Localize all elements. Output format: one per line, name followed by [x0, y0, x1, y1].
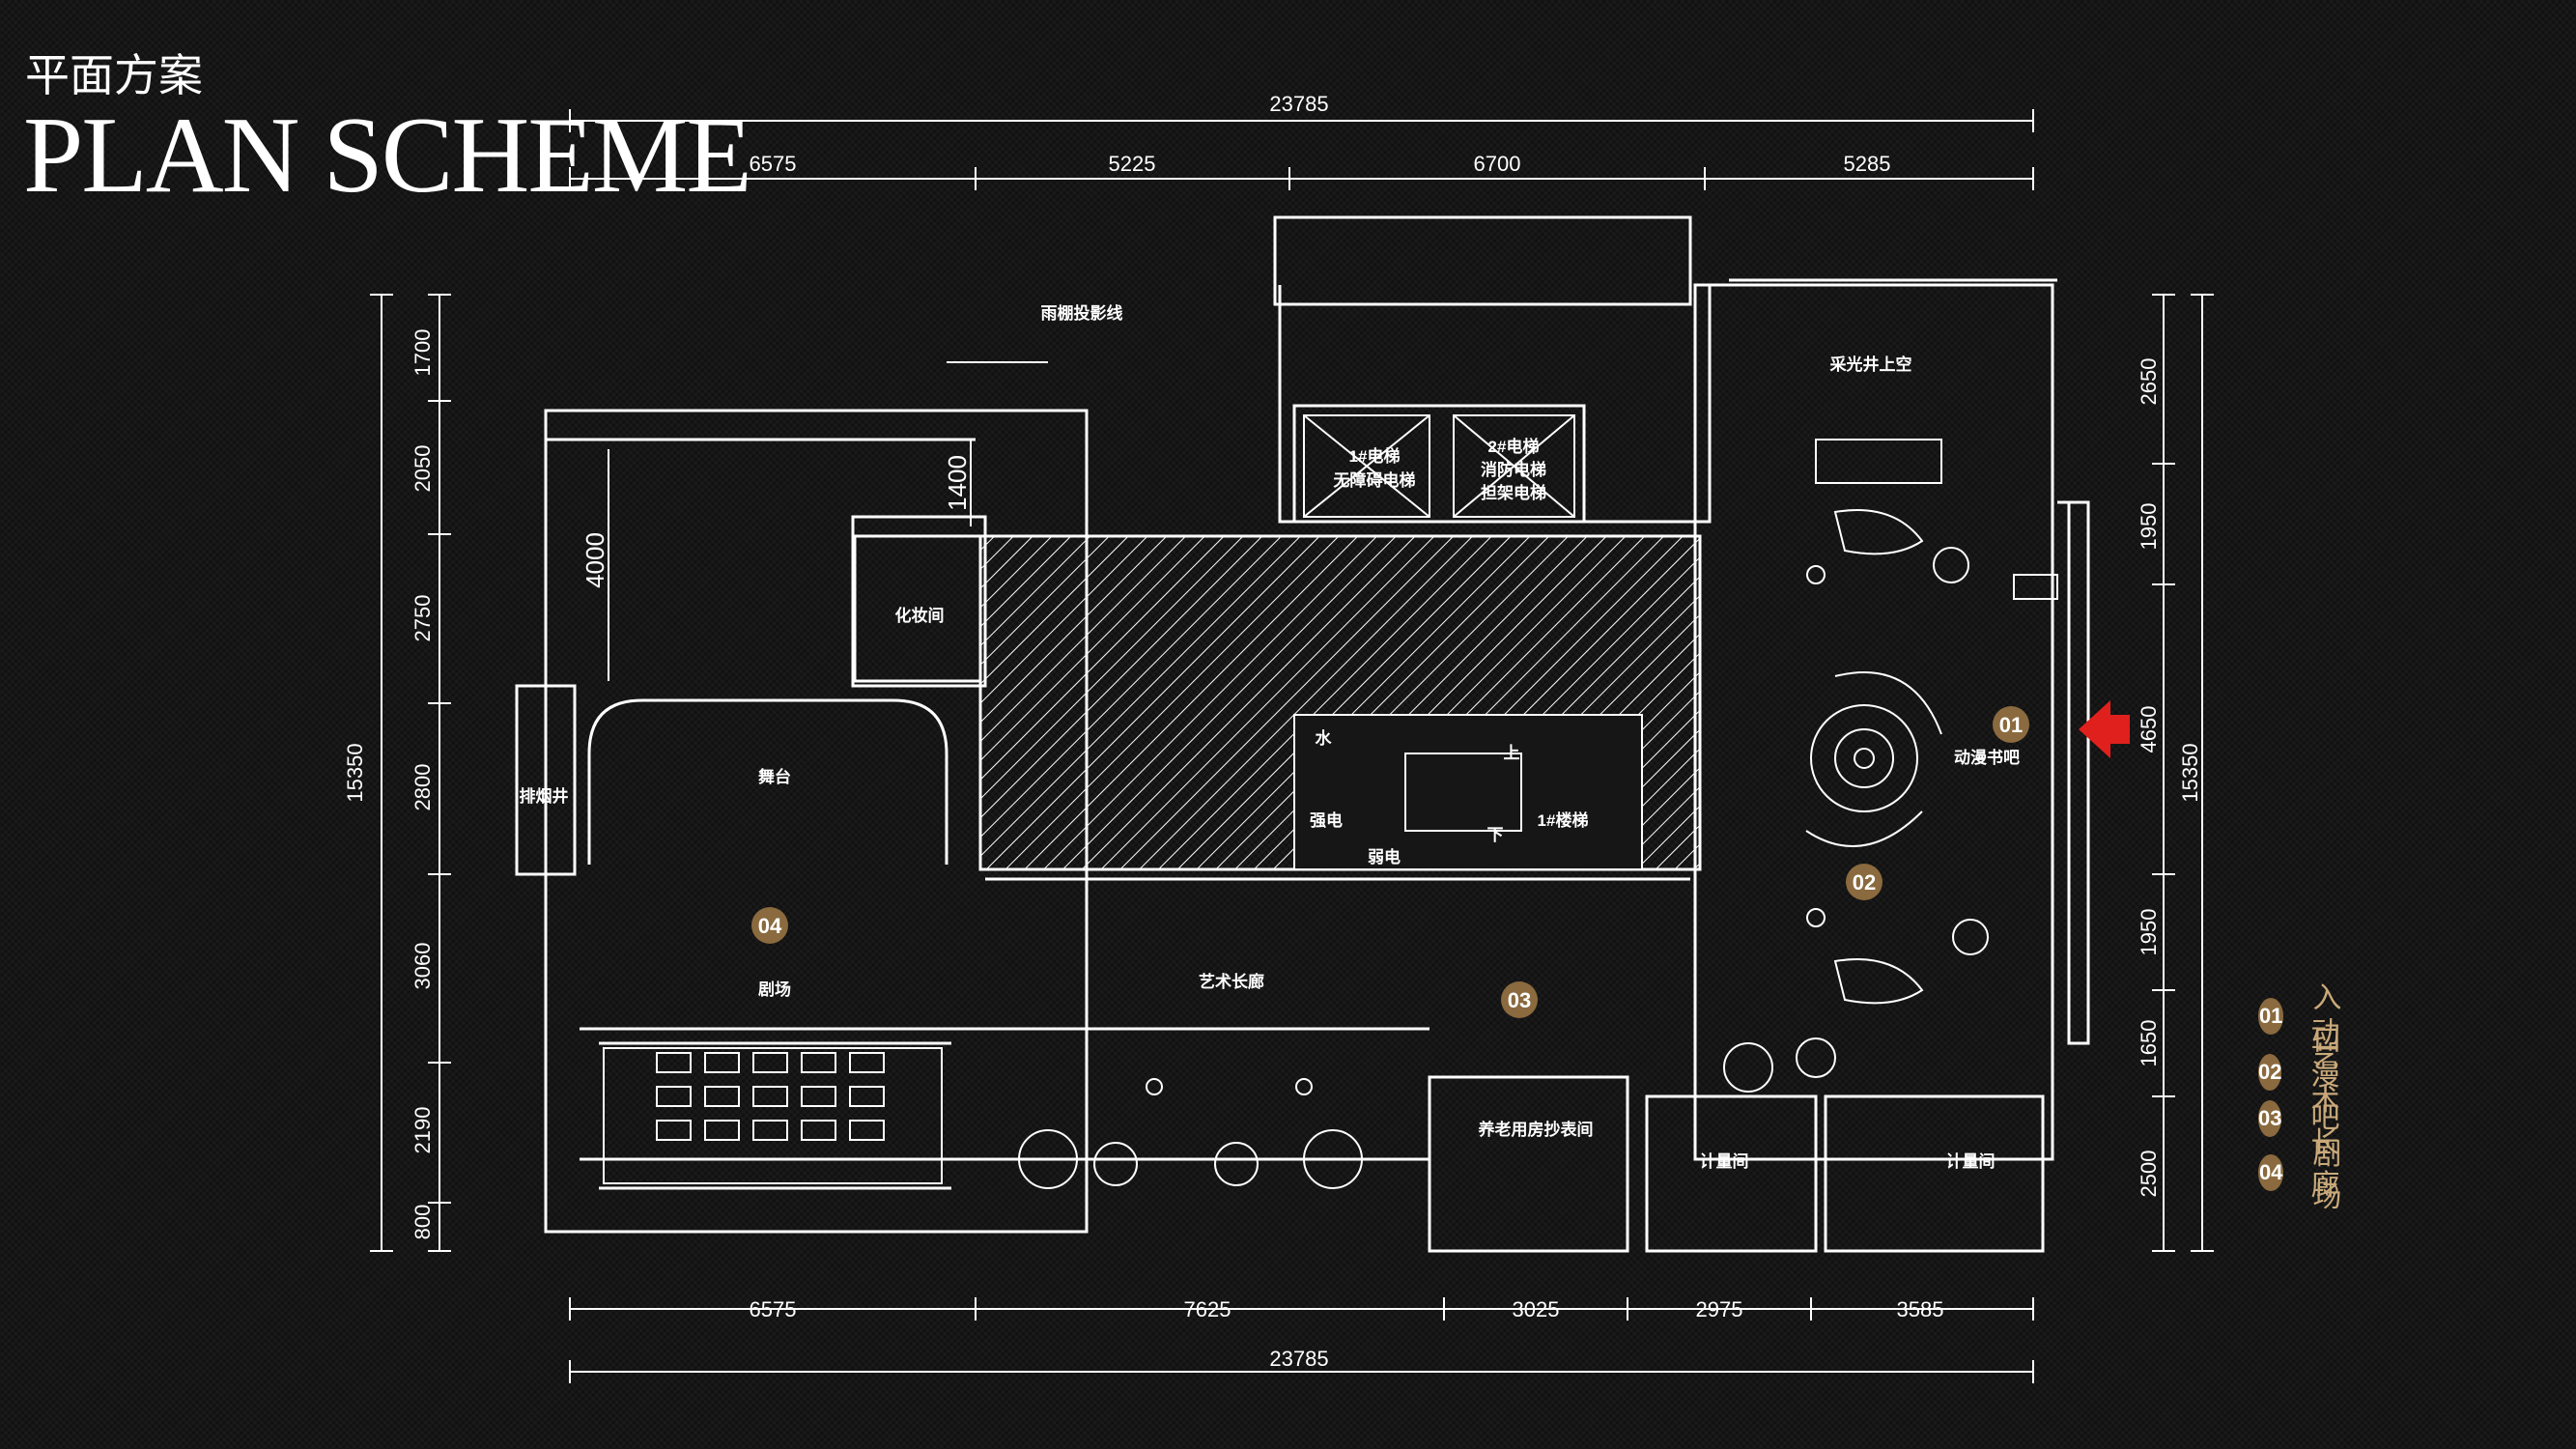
dim-bottom-seg-3: 3025: [1513, 1297, 1560, 1321]
label-gallery: 艺术长廊: [1199, 972, 1264, 991]
legend-badge-01: 01: [2258, 998, 2284, 1035]
label-meter-room-1: 计量间: [1700, 1151, 1749, 1171]
dim-left-seg-5: 3060: [410, 943, 435, 990]
gallery-trees: [1018, 1078, 1363, 1189]
label-skylight: 采光井上空: [1829, 355, 1912, 374]
dim-top-seg-3: 6700: [1474, 152, 1521, 176]
legend-label-02: 动漫吧: [2310, 1016, 2340, 1135]
elevators: [1303, 414, 1575, 518]
marker-03: 03: [1508, 988, 1531, 1012]
dim-left-seg-4: 2800: [410, 764, 435, 811]
title-chinese: 平面方案: [25, 49, 203, 101]
marker-02: 02: [1853, 870, 1876, 895]
dim-right-total: 15350: [2178, 743, 2202, 802]
dim-left-total: 15350: [343, 743, 367, 802]
label-weak-electric: 弱电: [1368, 847, 1401, 867]
title-english: PLAN SCHEME: [23, 96, 752, 215]
dim-left-seg-3: 2750: [410, 595, 435, 642]
label-up: 上: [1504, 744, 1520, 762]
legend-badge-02: 02: [2258, 1054, 2282, 1091]
dim-right-seg-1: 2650: [2137, 358, 2161, 406]
dim-left-seg-1: 1700: [410, 329, 435, 377]
legend-badge-03: 03: [2258, 1100, 2282, 1137]
label-anime-bar: 动漫书吧: [1954, 748, 2020, 767]
dim-right-seg-3: 4650: [2137, 706, 2161, 753]
label-elevator-2-sub: 消防电梯: [1481, 460, 1546, 479]
label-elderly-room: 养老用房抄表间: [1478, 1120, 1594, 1139]
dim-right-seg-6: 2500: [2137, 1151, 2161, 1198]
label-theater: 剧场: [758, 980, 791, 999]
dim-top-seg-2: 5225: [1109, 152, 1156, 176]
label-elevator-1-sub: 无障碍电梯: [1333, 470, 1416, 490]
legend-item-entrance: 01 入口: [2258, 981, 2353, 1058]
label-elevator-2: 2#电梯: [1488, 437, 1540, 456]
marker-01: 01: [1999, 713, 2023, 737]
theater-seating: [603, 1047, 943, 1184]
label-down: 下: [1487, 826, 1504, 844]
dim-right-seg-5: 1650: [2137, 1020, 2161, 1067]
label-water: 水: [1316, 728, 1333, 748]
stage-outline: [587, 698, 948, 865]
dim-bottom-seg-1: 6575: [750, 1297, 797, 1321]
plan-markers: 01 02 03 04: [751, 706, 2029, 1018]
dim-left-seg-6: 2190: [410, 1107, 435, 1154]
anime-bar-furniture: [1723, 439, 2058, 1093]
dim-bottom-seg-4: 2975: [1696, 1297, 1743, 1321]
dim-top-seg-4: 5285: [1844, 152, 1891, 176]
dim-bottom-seg-2: 7625: [1184, 1297, 1231, 1321]
legend-label-01: 入口: [2312, 981, 2342, 1058]
dimension-lines: [370, 109, 2214, 1383]
label-smoke-shaft: 排烟井: [520, 786, 569, 806]
legend-item-theater: 04 剧场: [2258, 1138, 2353, 1214]
dim-bottom-total: 23785: [1269, 1347, 1328, 1371]
label-makeup: 化妆间: [895, 606, 945, 625]
dim-top-total: 23785: [1269, 92, 1328, 116]
label-elevator-2-sub2: 担架电梯: [1481, 483, 1546, 502]
legend-item-anime-bar: 02 动漫吧: [2258, 1016, 2353, 1135]
label-canopy: 雨棚投影线: [1041, 303, 1123, 323]
label-strong-electric: 强电: [1310, 810, 1343, 830]
legend-label-04: 剧场: [2312, 1138, 2342, 1214]
dim-left-seg-2: 2050: [410, 445, 435, 493]
dim-right-seg-2: 1950: [2137, 503, 2161, 551]
dim-inner-1400: 1400: [943, 455, 972, 511]
dim-top-seg-1: 6575: [750, 152, 797, 176]
legend-badge-04: 04: [2258, 1154, 2284, 1191]
label-stair: 1#楼梯: [1538, 810, 1589, 830]
label-stage: 舞台: [758, 767, 791, 786]
dim-right-seg-4: 1950: [2137, 909, 2161, 956]
dim-left-seg-7: 800: [410, 1205, 435, 1240]
legend-label-03: 艺术长廊: [2310, 1041, 2340, 1203]
legend-item-gallery: 03 艺术长廊: [2258, 1041, 2353, 1203]
dim-inner-4000: 4000: [580, 532, 609, 588]
label-elevator-1: 1#电梯: [1349, 446, 1401, 466]
marker-04: 04: [758, 914, 782, 938]
dim-bottom-seg-5: 3585: [1897, 1297, 1944, 1321]
entrance-arrow: [2079, 700, 2130, 758]
label-meter-room-2: 计量间: [1946, 1151, 1996, 1171]
